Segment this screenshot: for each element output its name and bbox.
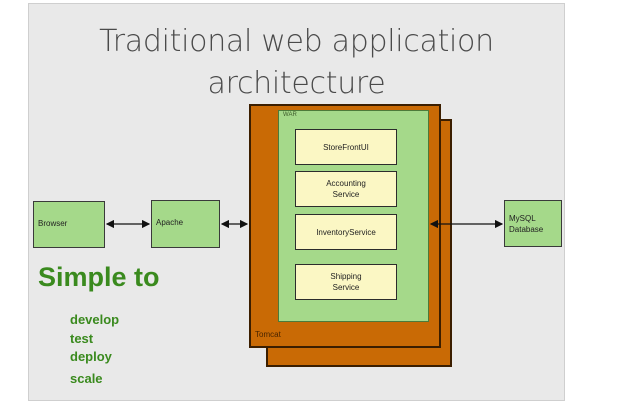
service-inventory: InventoryService <box>295 214 397 250</box>
slide-title-line2: architecture <box>207 66 386 101</box>
tomcat-label: Tomcat <box>255 330 281 339</box>
service-shipping: Shipping Service <box>295 264 397 300</box>
service-storefrontui: StoreFrontUI <box>295 129 397 165</box>
slide-title-line1: Traditional web application <box>99 24 494 59</box>
browser-box: Browser <box>33 201 105 248</box>
service-accounting: Accounting Service <box>295 171 397 207</box>
benefit-item-scale: scale <box>70 370 103 386</box>
benefit-item-test: test <box>70 330 94 346</box>
apache-box: Apache <box>151 200 220 248</box>
benefits-heading: Simple to <box>38 262 160 292</box>
benefit-item-develop: develop <box>70 312 120 327</box>
war-label: WAR <box>283 112 297 118</box>
benefit-item-deploy: deploy <box>70 349 112 364</box>
mysql-database-box: MySQL Database <box>504 200 562 247</box>
benefits-list: develop test deploy scale <box>70 311 119 388</box>
